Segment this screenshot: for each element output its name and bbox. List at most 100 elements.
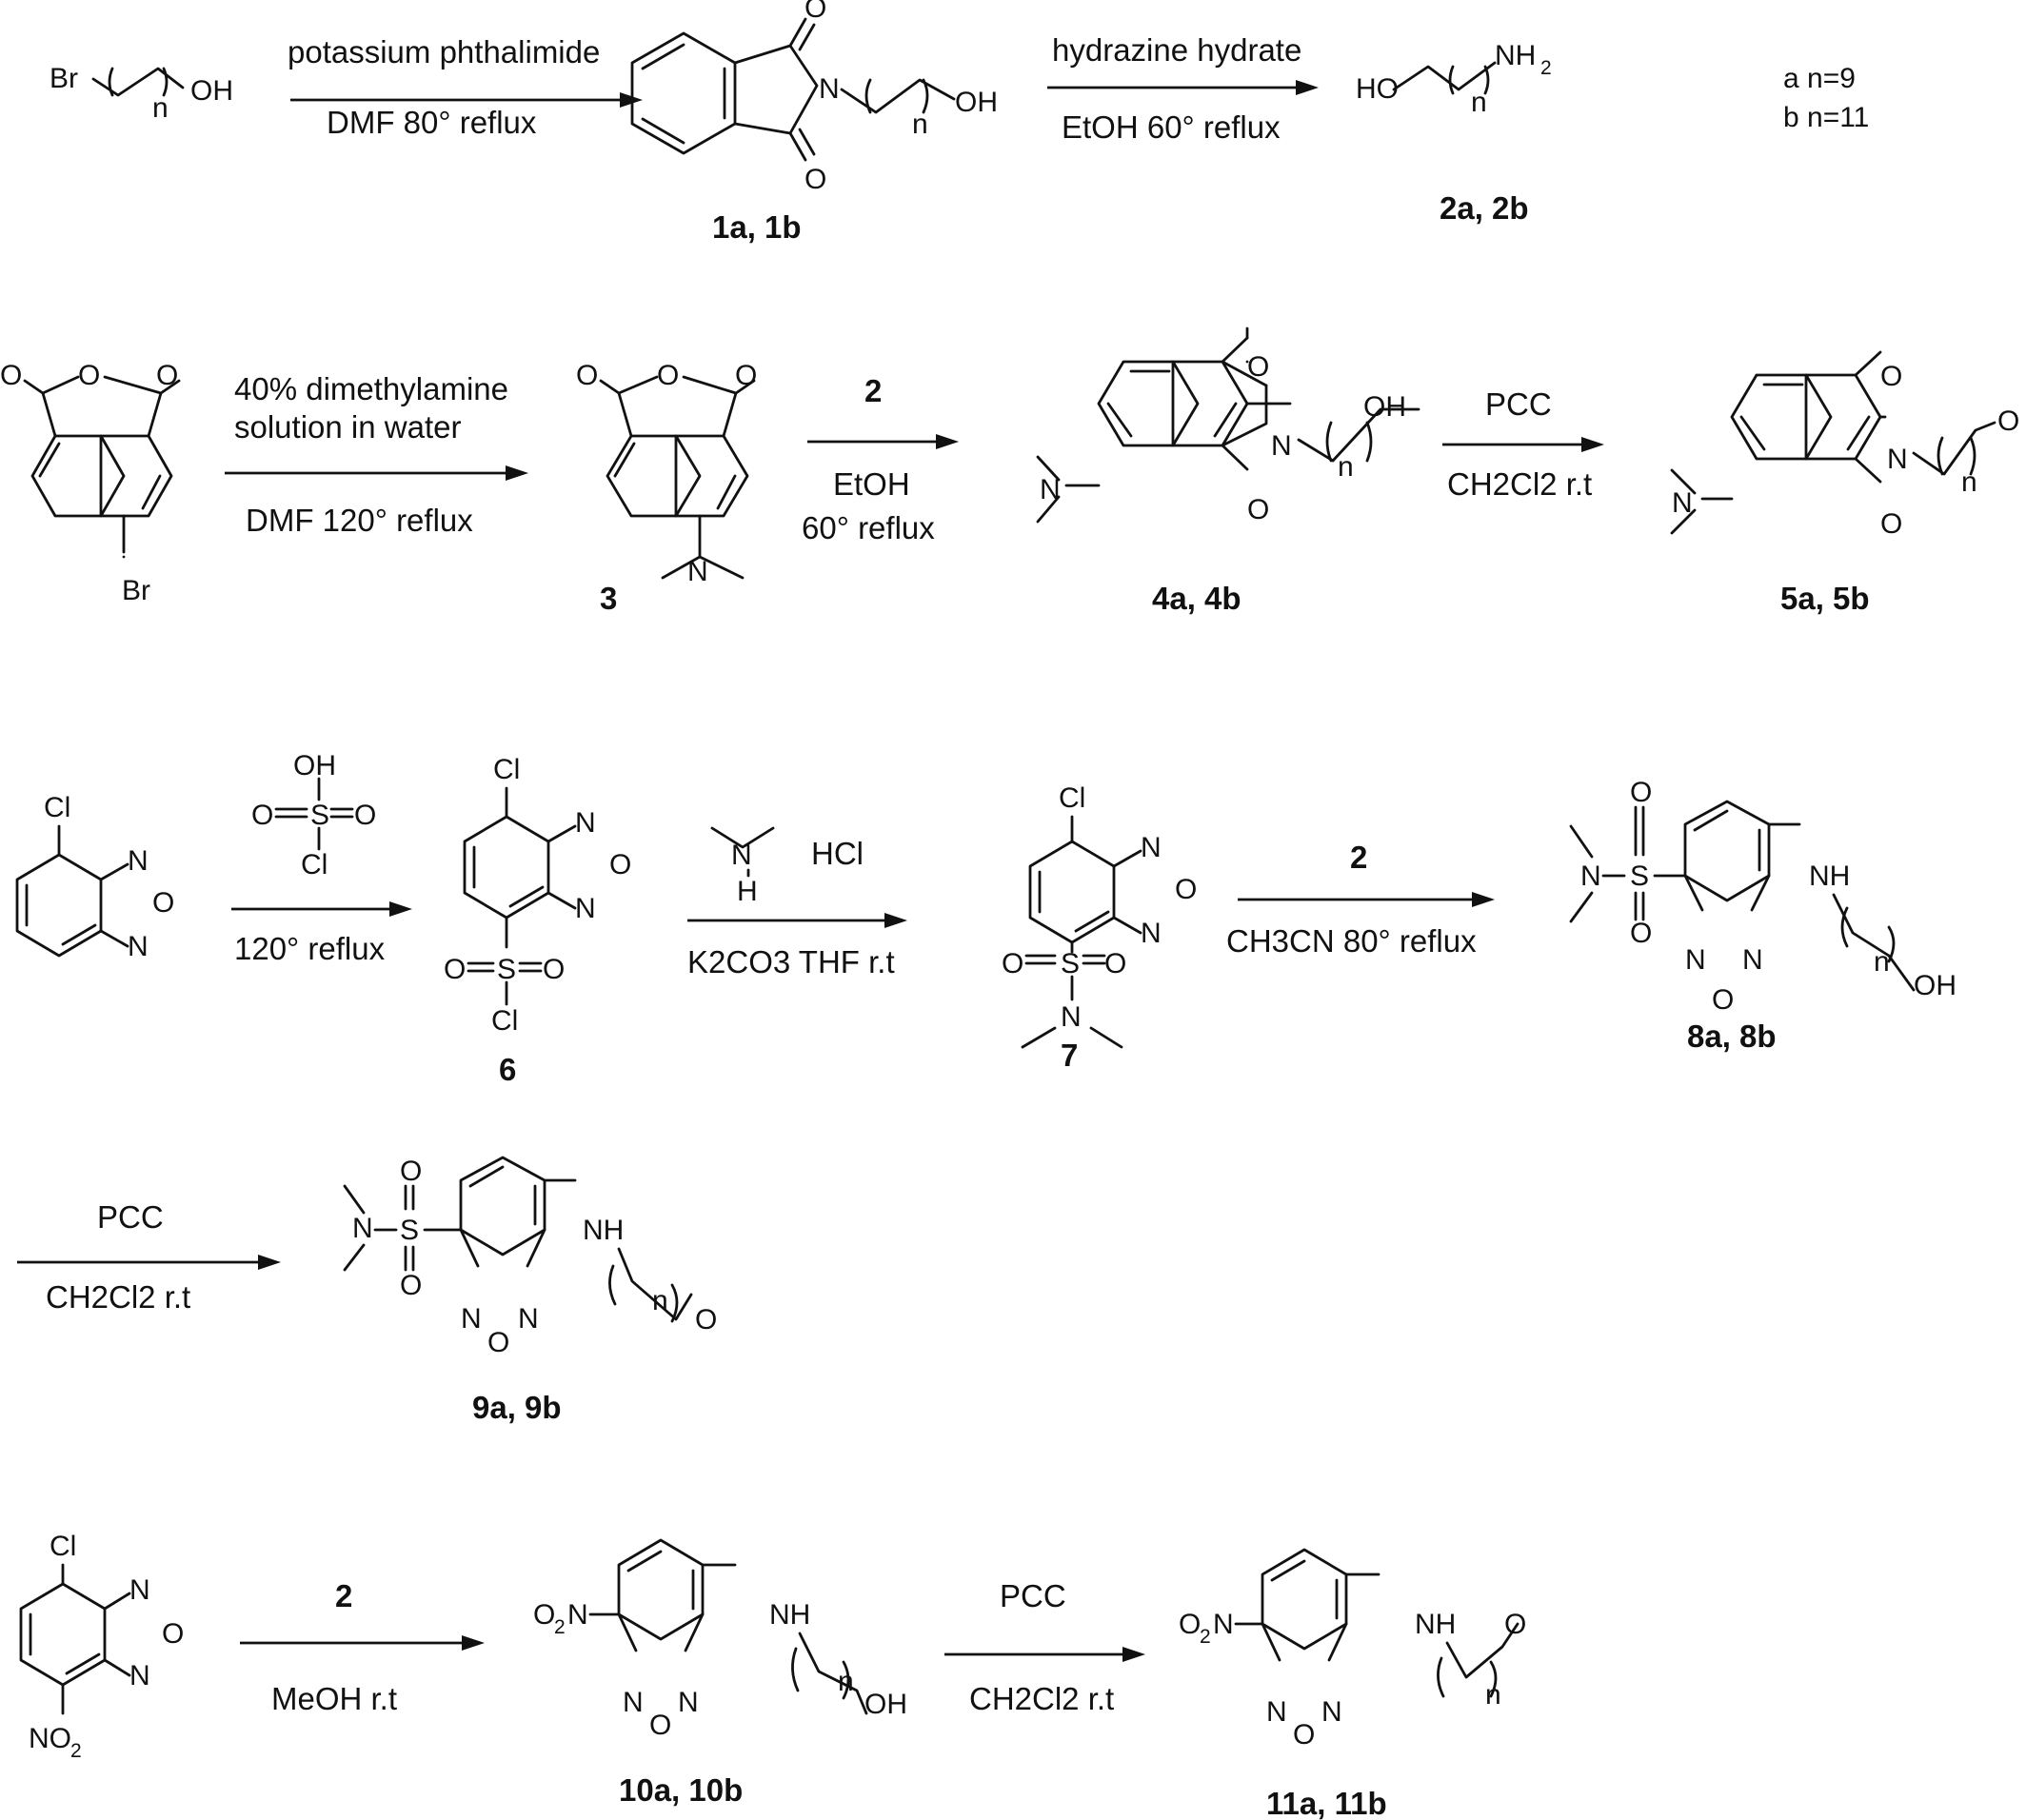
s-atom: S <box>400 1215 419 1246</box>
o-atom: O <box>695 1304 717 1335</box>
oh-group: OH <box>190 75 233 107</box>
n-atom: N <box>731 840 752 871</box>
n-repeat: n <box>152 92 169 124</box>
n-repeat: n <box>1485 1679 1501 1711</box>
br-atom: Br <box>50 63 78 94</box>
reaction-arrow-r3-2: K2CO3 THF r.t <box>687 913 907 979</box>
label-cpd-4: 4a, 4b <box>1152 581 1241 616</box>
o2n-group: O <box>533 1599 555 1631</box>
reaction-arrow-r1-1: potassium phthalimide DMF 80° reflux <box>288 34 643 140</box>
o-atom: O <box>1712 984 1734 1016</box>
o-atom: O <box>1630 918 1652 949</box>
cond-dimethylamine-1: 40% dimethylamine <box>234 371 508 406</box>
o-atom: O <box>804 164 826 195</box>
n-atom: N <box>1141 918 1162 949</box>
cl-atom: Cl <box>50 1531 76 1562</box>
cond-etoh-60: EtOH 60° reflux <box>1062 109 1281 145</box>
o-atom: O <box>156 360 178 391</box>
bromo-naphthalic-anhydride-structure: O O O Br <box>0 360 181 606</box>
dimethylamine-hcl-structure: N H HCl <box>710 826 864 907</box>
o-atom: O <box>251 800 273 831</box>
ho-group: HO <box>1356 73 1399 105</box>
cond-meoh: MeOH r.t <box>271 1681 397 1716</box>
nh-group: NH <box>769 1599 810 1631</box>
n-atom: N <box>1742 944 1763 976</box>
o-atom: O <box>0 360 22 391</box>
n-atom: N <box>1141 832 1162 863</box>
nh2-group: NH <box>1495 40 1536 71</box>
cl-atom: Cl <box>491 1005 518 1037</box>
o2n-group: O <box>1179 1609 1201 1640</box>
reaction-arrow-r4-1: PCC CH2Cl2 r.t <box>17 1199 281 1315</box>
substituent-legend: a n=9 b n=11 <box>1783 63 1869 133</box>
label-cpd-10: 10a, 10b <box>619 1772 743 1808</box>
o-atom: O <box>400 1156 422 1187</box>
cond-reagent-2: 2 <box>864 373 882 408</box>
label-cpd-5: 5a, 5b <box>1780 581 1870 616</box>
compound-2-structure: HO n NH 2 <box>1356 40 1552 118</box>
nh-group: NH <box>1415 1609 1456 1640</box>
chlorosulfonic-acid-structure: OH O S O Cl <box>251 750 376 880</box>
n-repeat: n <box>652 1285 668 1316</box>
cond-ch2cl2: CH2Cl2 r.t <box>46 1279 190 1315</box>
n-atom: N <box>1061 1001 1082 1033</box>
oh-group: OH <box>1363 391 1406 423</box>
br-atom: Br <box>122 575 150 606</box>
o-atom: O <box>354 800 376 831</box>
o-atom: O <box>1247 351 1269 383</box>
reaction-arrow-r5-2: PCC CH2Cl2 r.t <box>944 1578 1145 1716</box>
cond-dimethylamine-2: solution in water <box>234 409 461 445</box>
n-atom: N <box>687 556 708 587</box>
n-atom: N <box>623 1687 644 1718</box>
cond-etoh: EtOH <box>833 466 910 502</box>
compound-10-structure: O 2 N N N O NH n OH <box>533 1538 907 1741</box>
compound-9-structure: N S O O N N O NH n O <box>343 1156 717 1358</box>
cond-dmf-120: DMF 120° reflux <box>246 503 473 538</box>
o-atom: O <box>1293 1719 1315 1751</box>
o-atom: O <box>1002 948 1023 979</box>
compound-1-structure: O O N n OH <box>630 0 998 195</box>
o-atom: O <box>152 887 174 919</box>
n-repeat: n <box>1471 87 1487 118</box>
cond-k2co3: K2CO3 THF r.t <box>687 944 895 979</box>
cond-hydrazine: hydrazine hydrate <box>1052 32 1301 68</box>
cond-ch2cl2: CH2Cl2 r.t <box>969 1681 1114 1716</box>
n-atom: N <box>1213 1609 1234 1640</box>
cond-reagent-2: 2 <box>1350 840 1367 875</box>
cl-atom: Cl <box>493 754 520 785</box>
cond-pcc: PCC <box>97 1199 164 1235</box>
compound-4-structure: O O N n OH N <box>1036 326 1420 525</box>
n-atom: N <box>1580 861 1601 892</box>
o-atom: O <box>543 954 565 985</box>
n-atom: N <box>128 845 149 877</box>
cond-pcc: PCC <box>1000 1578 1066 1613</box>
n-atom: N <box>575 893 596 924</box>
n-atom: N <box>678 1687 699 1718</box>
cl-atom: Cl <box>301 849 328 880</box>
cl-atom: Cl <box>1059 782 1085 814</box>
oh-group: OH <box>1914 970 1956 1001</box>
n-repeat: n <box>912 109 928 140</box>
n-repeat: n <box>1338 451 1354 483</box>
label-cpd-11: 11a, 11b <box>1266 1786 1387 1820</box>
cl-atom: Cl <box>44 792 70 823</box>
chloronitrobenzofurazan-structure: Cl N N O NO 2 <box>19 1531 184 1762</box>
cond-ch2cl2: CH2Cl2 r.t <box>1447 466 1592 502</box>
o-atom: O <box>1997 406 2019 437</box>
chlorobenzofurazan-structure: Cl N N O <box>15 792 174 962</box>
cond-60-reflux: 60° reflux <box>802 510 935 545</box>
subscript-2: 2 <box>1200 1626 1211 1648</box>
compound-7-structure: Cl N N O O S O N <box>1002 782 1197 1049</box>
compound-3-structure: O O O N <box>576 360 757 587</box>
reaction-arrow-r2-3: PCC CH2Cl2 r.t <box>1442 386 1604 502</box>
label-cpd-6: 6 <box>499 1052 516 1087</box>
nh-group: NH <box>583 1215 624 1246</box>
o-atom: O <box>1104 948 1126 979</box>
reaction-arrow-r3-1: 120° reflux <box>231 901 412 966</box>
o-atom: O <box>1247 494 1269 525</box>
compound-11-structure: O 2 N N N O NH n O <box>1179 1548 1526 1751</box>
o-atom: O <box>1630 777 1652 808</box>
cond-120-reflux: 120° reflux <box>234 931 386 966</box>
nh-group: NH <box>1809 861 1850 892</box>
